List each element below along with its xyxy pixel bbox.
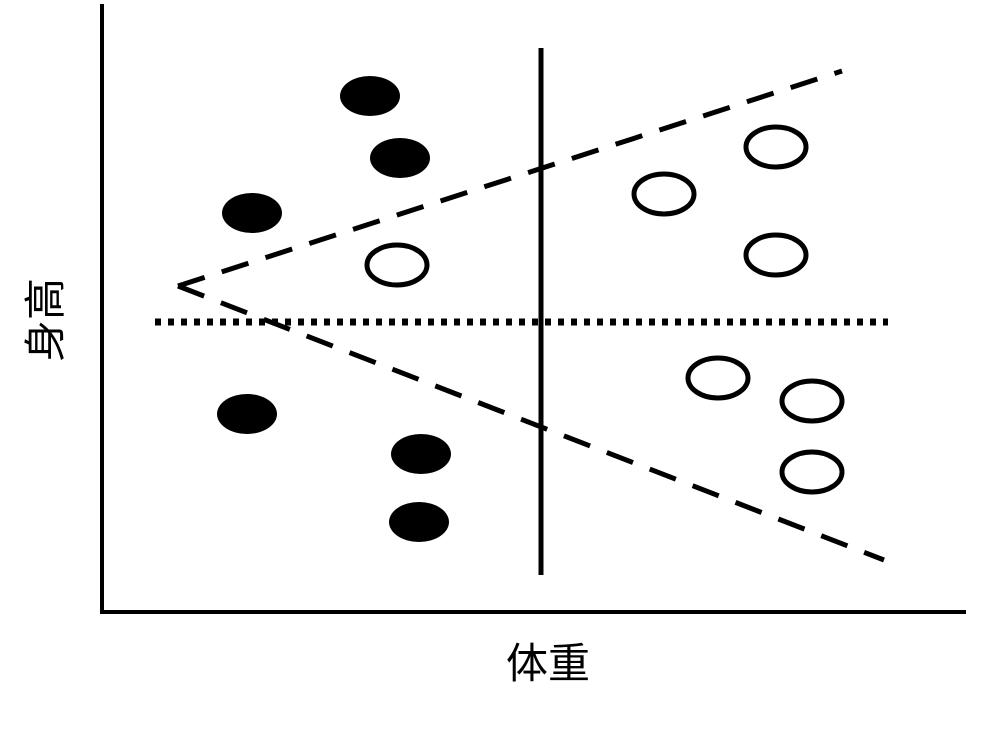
filled-point: [389, 502, 449, 542]
hollow-point: [364, 242, 430, 288]
x-axis-label: 体重: [506, 639, 590, 688]
upper-dashed-boundary: [177, 68, 843, 289]
filled-point: [217, 394, 277, 434]
hollow-point: [743, 232, 809, 278]
hollow-point: [631, 171, 697, 217]
hollow-point: [779, 378, 845, 424]
hollow-point: [779, 449, 845, 495]
filled-point: [340, 76, 400, 116]
hollow-point: [685, 355, 751, 401]
hollow-points: [364, 124, 845, 495]
hollow-point: [743, 124, 809, 170]
filled-points: [217, 76, 451, 542]
filled-point: [391, 434, 451, 474]
lower-dashed-boundary: [177, 283, 885, 563]
axes: [100, 4, 966, 614]
filled-point: [222, 193, 282, 233]
y-axis-label: 身高: [21, 278, 70, 362]
filled-point: [370, 138, 430, 178]
dashed-boundaries: [177, 68, 885, 563]
